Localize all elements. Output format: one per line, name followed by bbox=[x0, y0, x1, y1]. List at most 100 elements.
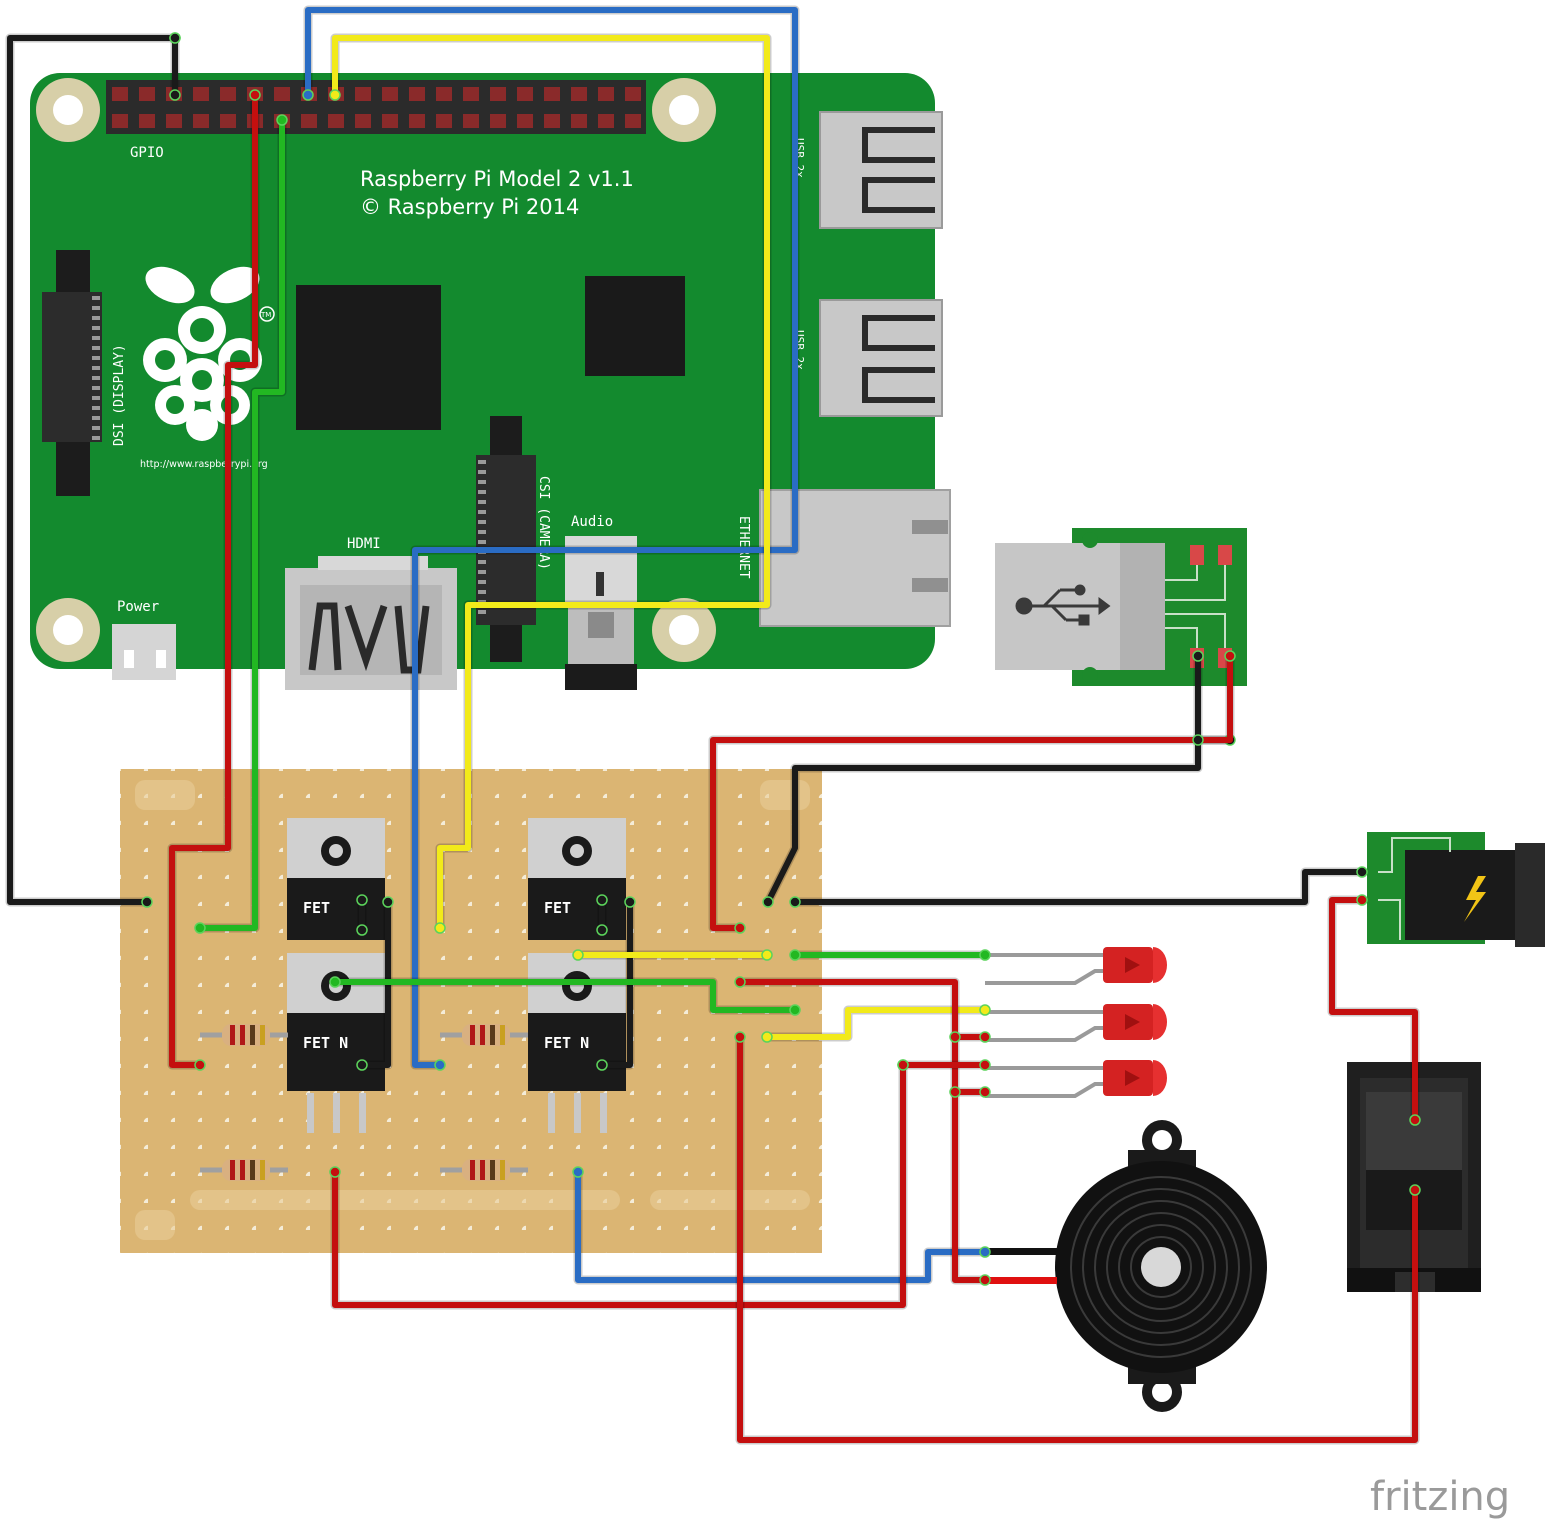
gpio-pin bbox=[193, 87, 209, 101]
wire-red bbox=[710, 653, 1233, 931]
wire-endpoint bbox=[329, 89, 341, 101]
wire-endpoint bbox=[194, 1059, 206, 1071]
trademark-label: TM bbox=[260, 311, 271, 319]
wire-endpoint bbox=[979, 1274, 991, 1286]
wire-endpoint bbox=[1224, 650, 1236, 662]
gpio-pin bbox=[571, 87, 587, 101]
audio-label: Audio bbox=[571, 514, 613, 530]
wire-shadow bbox=[790, 867, 1367, 907]
wire-endpoint bbox=[194, 922, 206, 934]
gpio-pin bbox=[382, 87, 398, 101]
hdmi-label: HDMI bbox=[347, 536, 381, 552]
wire-black bbox=[792, 869, 1365, 905]
usb-port-2 bbox=[819, 299, 943, 417]
wire-red bbox=[169, 92, 258, 1068]
resistor bbox=[440, 1159, 528, 1181]
wire-endpoint bbox=[949, 1031, 961, 1043]
ethernet-port bbox=[759, 489, 951, 627]
wire-endpoint bbox=[141, 896, 153, 908]
wire-black bbox=[7, 35, 178, 905]
wire-endpoint bbox=[789, 1004, 801, 1016]
wire-endpoint bbox=[761, 1031, 773, 1043]
mounting-holes bbox=[36, 78, 716, 662]
wire-endpoint bbox=[1356, 894, 1368, 906]
wire-endpoint bbox=[434, 922, 446, 934]
mosfet: FET bbox=[528, 818, 626, 940]
csi-label: CSI (CAMERA) bbox=[536, 476, 551, 570]
url-label: http://www.raspberrypi.org bbox=[140, 459, 268, 470]
wire-endpoint bbox=[949, 1086, 961, 1098]
resistor-group bbox=[200, 1024, 528, 1181]
raspberry-pi-board: GPIO Raspberry Pi Model 2 v1.1 © Raspber… bbox=[30, 73, 951, 690]
fet-label: FET N bbox=[544, 1034, 589, 1052]
micro-usb-power-port bbox=[112, 624, 176, 680]
wire-yellow bbox=[332, 35, 770, 931]
gpio-pin bbox=[274, 87, 290, 101]
wire-endpoint bbox=[789, 949, 801, 961]
hdmi-port bbox=[285, 556, 457, 690]
gpio-pin bbox=[463, 87, 479, 101]
wire-endpoint bbox=[356, 894, 368, 906]
wire-endpoint bbox=[596, 924, 608, 936]
gpio-pin bbox=[517, 87, 533, 101]
gpio-pin bbox=[220, 114, 236, 128]
resistor bbox=[200, 1159, 288, 1181]
gpio-pin bbox=[382, 114, 398, 128]
board-copyright: © Raspberry Pi 2014 bbox=[360, 195, 579, 219]
wire-endpoint bbox=[761, 949, 773, 961]
gpio-header bbox=[106, 80, 646, 134]
fet-label: FET N bbox=[303, 1034, 348, 1052]
wire-endpoint bbox=[356, 1059, 368, 1071]
red-led bbox=[985, 1060, 1167, 1098]
wire-endpoint bbox=[382, 896, 394, 908]
wire-endpoint bbox=[1192, 650, 1204, 662]
wire-endpoint bbox=[979, 1059, 991, 1071]
red-led bbox=[985, 1004, 1167, 1042]
usb-symbol-icon bbox=[1015, 584, 1111, 626]
wire-green bbox=[197, 117, 285, 931]
gpio-pin bbox=[571, 114, 587, 128]
wire-red bbox=[737, 979, 988, 1283]
gpio-pin bbox=[490, 114, 506, 128]
red-led bbox=[985, 947, 1167, 985]
wire-blue bbox=[575, 1169, 988, 1283]
gpio-pin bbox=[625, 114, 641, 128]
mosfet: FET bbox=[287, 818, 385, 940]
csi-connector bbox=[476, 416, 536, 662]
gpio-pin bbox=[409, 87, 425, 101]
wire-endpoint bbox=[979, 1004, 991, 1016]
resistor bbox=[200, 1024, 288, 1046]
gpio-pin bbox=[598, 114, 614, 128]
gpio-pin bbox=[139, 114, 155, 128]
wire-endpoint bbox=[979, 1031, 991, 1043]
gpio-label: GPIO bbox=[130, 145, 164, 161]
wire-endpoint bbox=[572, 949, 584, 961]
wire-endpoint bbox=[979, 1086, 991, 1098]
wire-group bbox=[5, 5, 1421, 1445]
gpio-pin bbox=[517, 114, 533, 128]
wire-endpoint bbox=[624, 896, 636, 908]
gpio-pin bbox=[355, 87, 371, 101]
wire-red bbox=[1329, 897, 1418, 1123]
wire-endpoint bbox=[1409, 1184, 1421, 1196]
wire-endpoint bbox=[1192, 734, 1204, 746]
wire-endpoint bbox=[734, 922, 746, 934]
wire-blue bbox=[305, 7, 798, 1068]
wire-endpoint bbox=[169, 89, 181, 101]
wire-green bbox=[332, 979, 798, 1013]
ram-chip bbox=[585, 276, 685, 376]
led-group bbox=[985, 947, 1167, 1098]
raspberry-logo-icon bbox=[143, 266, 262, 441]
dsi-connector bbox=[42, 250, 102, 496]
gpio-pin bbox=[598, 87, 614, 101]
gpio-pin bbox=[112, 87, 128, 101]
usb-breakout-board bbox=[995, 528, 1247, 686]
audio-jack bbox=[565, 536, 637, 690]
wire-red bbox=[332, 1062, 906, 1308]
wire-endpoint bbox=[572, 1166, 584, 1178]
wire-endpoint bbox=[329, 1166, 341, 1178]
fritzing-watermark: fritzing bbox=[1370, 1474, 1510, 1520]
wire-red bbox=[737, 1034, 1418, 1443]
wire-endpoint bbox=[762, 896, 774, 908]
